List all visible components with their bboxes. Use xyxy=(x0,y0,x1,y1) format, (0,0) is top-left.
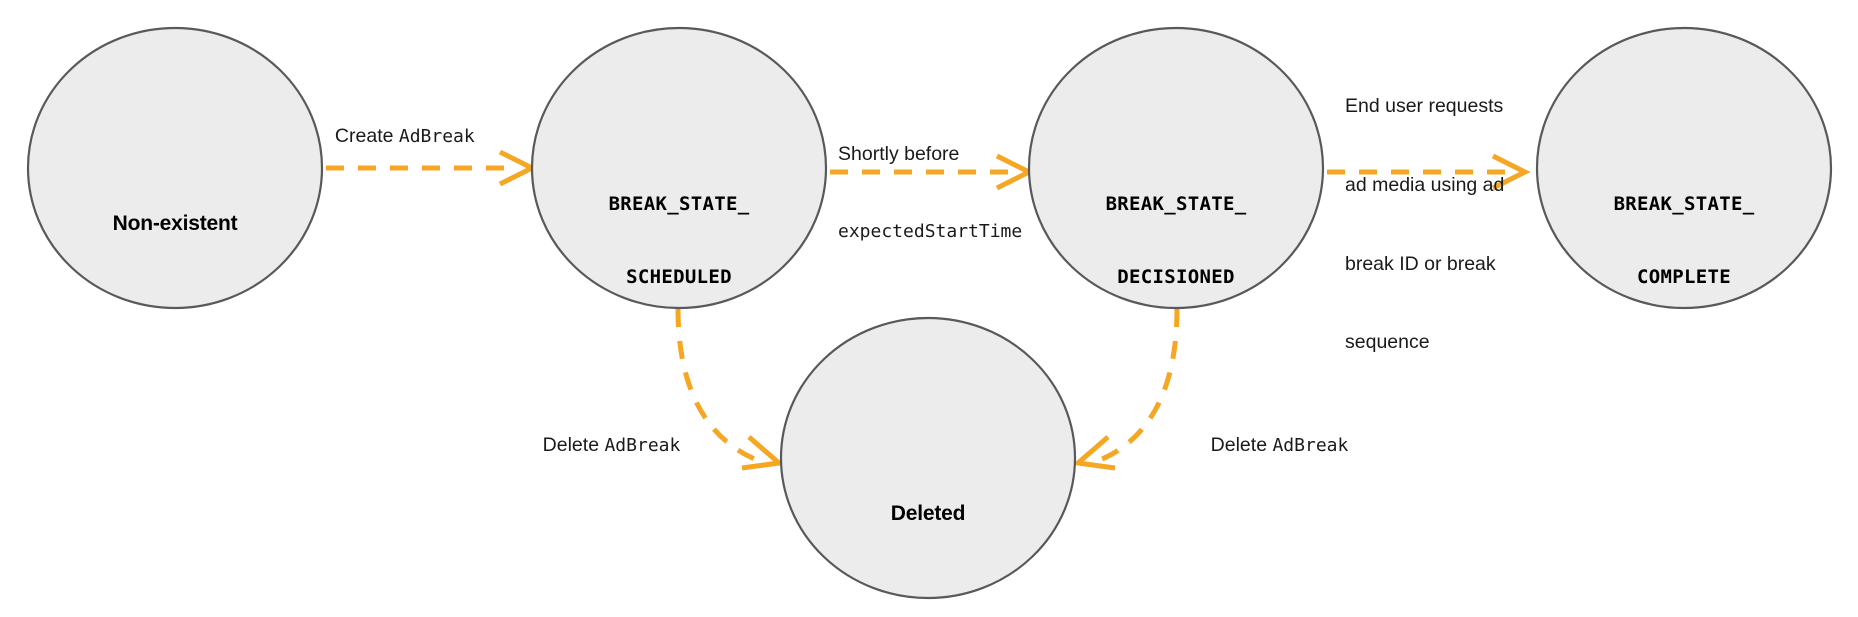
edge-create-adbreak-arrowhead xyxy=(498,149,538,187)
edge-delete-adbreak-from-scheduled xyxy=(675,308,785,471)
edge-create-adbreak xyxy=(326,149,538,187)
node-break-state-scheduled[interactable] xyxy=(530,26,828,310)
edge-shortly-before-expected-start-time xyxy=(830,153,1035,191)
edge-end-user-requests-arrowhead xyxy=(1491,153,1531,191)
edge-end-user-requests-ad-media xyxy=(1327,153,1531,191)
node-non-existent[interactable] xyxy=(26,26,324,310)
node-break-state-decisioned[interactable] xyxy=(1027,26,1325,310)
edge-delete-from-decisioned-arrowhead xyxy=(1072,435,1116,471)
edge-delete-adbreak-from-decisioned xyxy=(1072,308,1180,471)
edge-delete-from-scheduled-arrowhead xyxy=(741,435,785,471)
edge-delete-from-scheduled-line xyxy=(675,308,758,463)
edge-delete-from-decisioned-line xyxy=(1099,308,1180,463)
node-break-state-complete[interactable] xyxy=(1535,26,1833,310)
node-deleted[interactable] xyxy=(779,316,1077,600)
